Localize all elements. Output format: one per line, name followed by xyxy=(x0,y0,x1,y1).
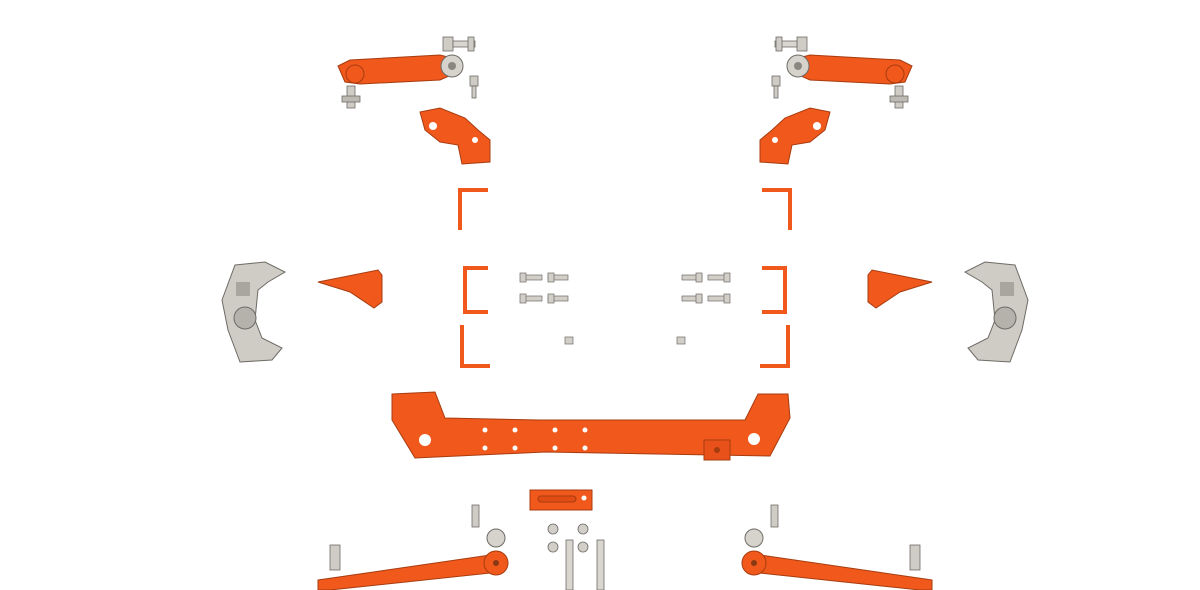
crossmember xyxy=(391,391,791,461)
center-bracket xyxy=(529,489,593,511)
nut-set xyxy=(547,523,589,553)
left-side-parts xyxy=(220,35,575,590)
long-bolt xyxy=(565,539,605,590)
right-side-parts xyxy=(675,35,1030,590)
